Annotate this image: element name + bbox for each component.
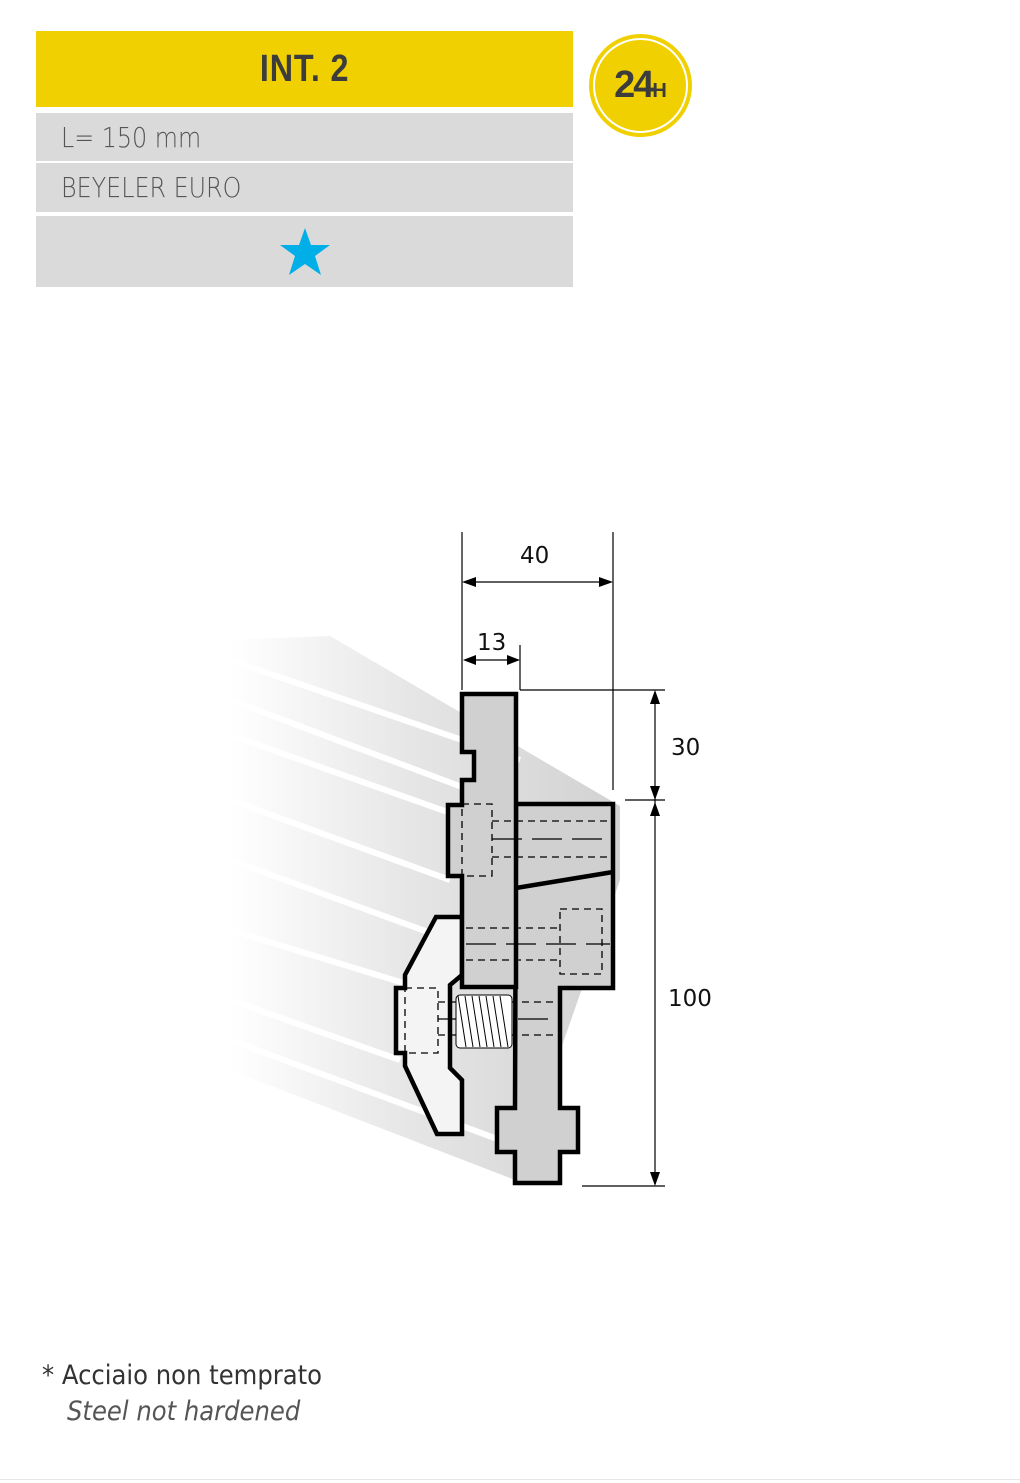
dim-tang-height: 30: [671, 735, 700, 761]
product-title-bar: INT. 2: [36, 31, 573, 107]
dim-tang-width: 13: [477, 630, 506, 656]
tool-holder-body: [494, 801, 616, 1186]
upper-clamp: [445, 691, 519, 990]
note-english-text: Steel not hardened: [67, 1396, 301, 1427]
24h-badge: 24H: [589, 34, 692, 137]
system-row: BEYELER EURO: [36, 163, 573, 212]
badge-number: 24: [614, 64, 654, 106]
note-italian: * Acciaio non temprato: [42, 1360, 353, 1391]
length-row: L= 150 mm: [36, 113, 573, 161]
dimension-lines: [461, 532, 665, 1187]
badge-unit: H: [652, 80, 667, 102]
system-value: BEYELER EURO: [61, 171, 242, 204]
dim-body-height: 100: [668, 986, 712, 1012]
note-english: Steel not hardened: [67, 1396, 326, 1427]
tool-outline: [393, 691, 616, 1186]
length-value: L= 150 mm: [61, 120, 202, 154]
star-icon: [279, 227, 330, 275]
spring: [455, 994, 513, 1049]
note-italian-text: * Acciaio non temprato: [42, 1360, 323, 1391]
dim-total-width: 40: [520, 543, 549, 569]
rating-row: [36, 216, 573, 287]
hidden-lines: [404, 803, 609, 1054]
clamp-handle: [393, 914, 465, 1137]
footer-divider: [0, 1479, 1020, 1480]
product-title: INT. 2: [259, 47, 350, 90]
